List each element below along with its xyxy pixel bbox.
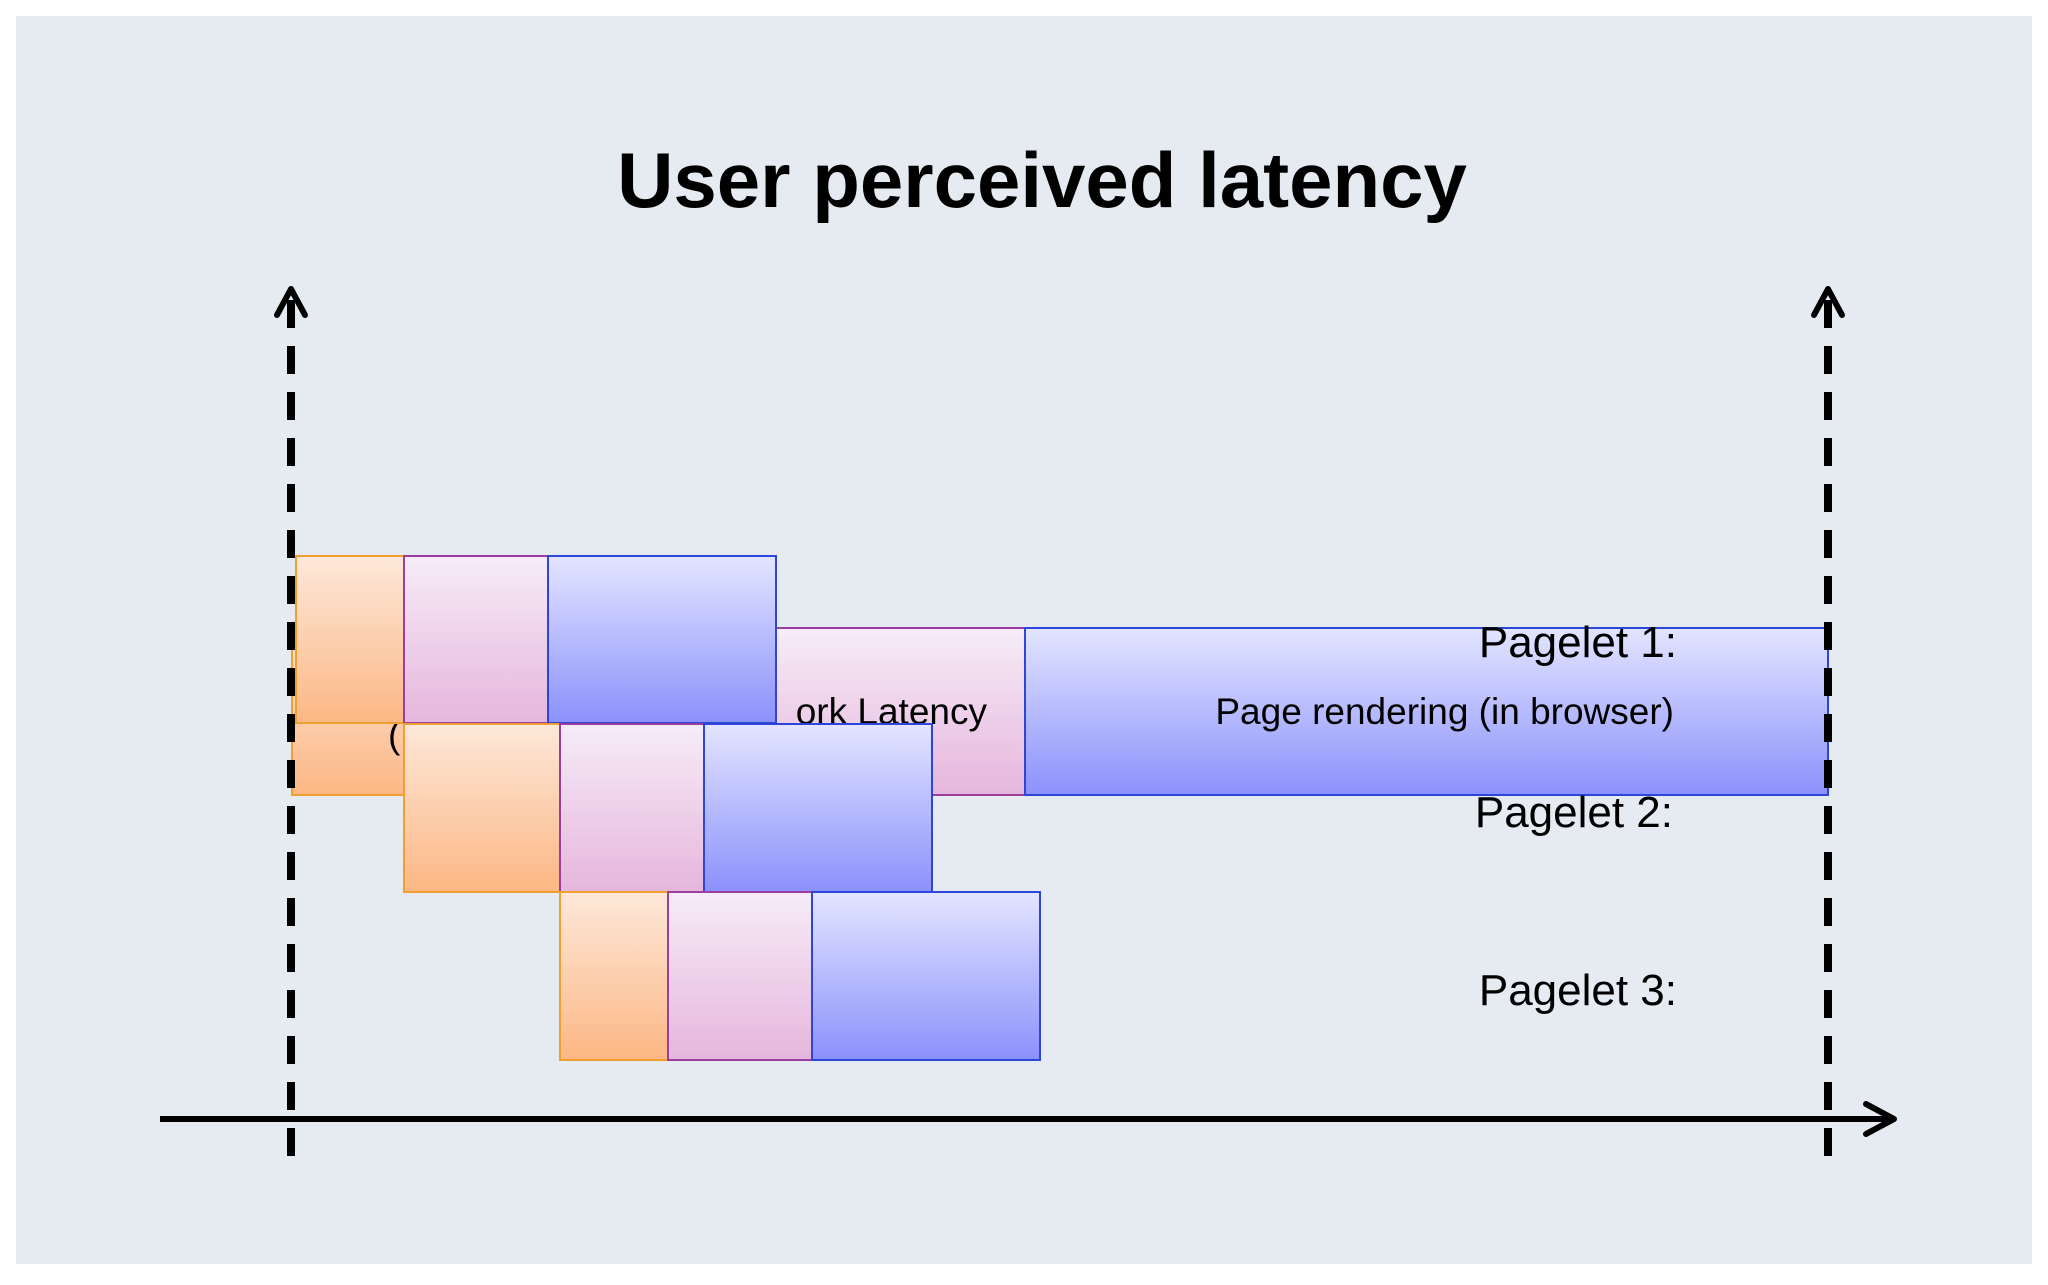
pagelet-3-server-segment: [559, 891, 669, 1061]
pagelet-3-label: Pagelet 3:: [1479, 966, 1677, 1015]
pagelet-1-label: Pagelet 1:: [1479, 618, 1677, 667]
pagelet-3-bar: [559, 891, 1041, 1061]
pagelet-1-bar: [295, 555, 777, 724]
pagelet-2-render-segment: [703, 723, 933, 893]
pagelet-2-network-segment: [559, 723, 705, 893]
page-rendering-label: Page rendering (in browser): [1215, 691, 1674, 732]
time-axis: [160, 1101, 1897, 1137]
pagelet-1-render-segment: [547, 555, 777, 724]
left-fragment-label: (: [388, 715, 401, 756]
start-arrowhead-icon: [274, 286, 308, 318]
slide-title: User perceived latency: [617, 136, 1467, 224]
pagelet-2-server-segment: [403, 723, 561, 893]
start-marker: [274, 286, 308, 1158]
pagelet-2-label: Pagelet 2:: [1475, 788, 1673, 837]
pagelet-1-server-segment: [295, 555, 405, 724]
pagelet-1-network-segment: [403, 555, 549, 724]
pagelet-2-bar: [403, 723, 933, 893]
pagelet-3-render-segment: [811, 891, 1041, 1061]
time-axis-arrowhead-icon: [1863, 1101, 1897, 1137]
end-arrowhead-icon: [1811, 286, 1845, 318]
end-marker: [1811, 286, 1845, 1158]
background-render-segment: [1024, 627, 1829, 796]
pagelet-3-network-segment: [667, 891, 813, 1061]
